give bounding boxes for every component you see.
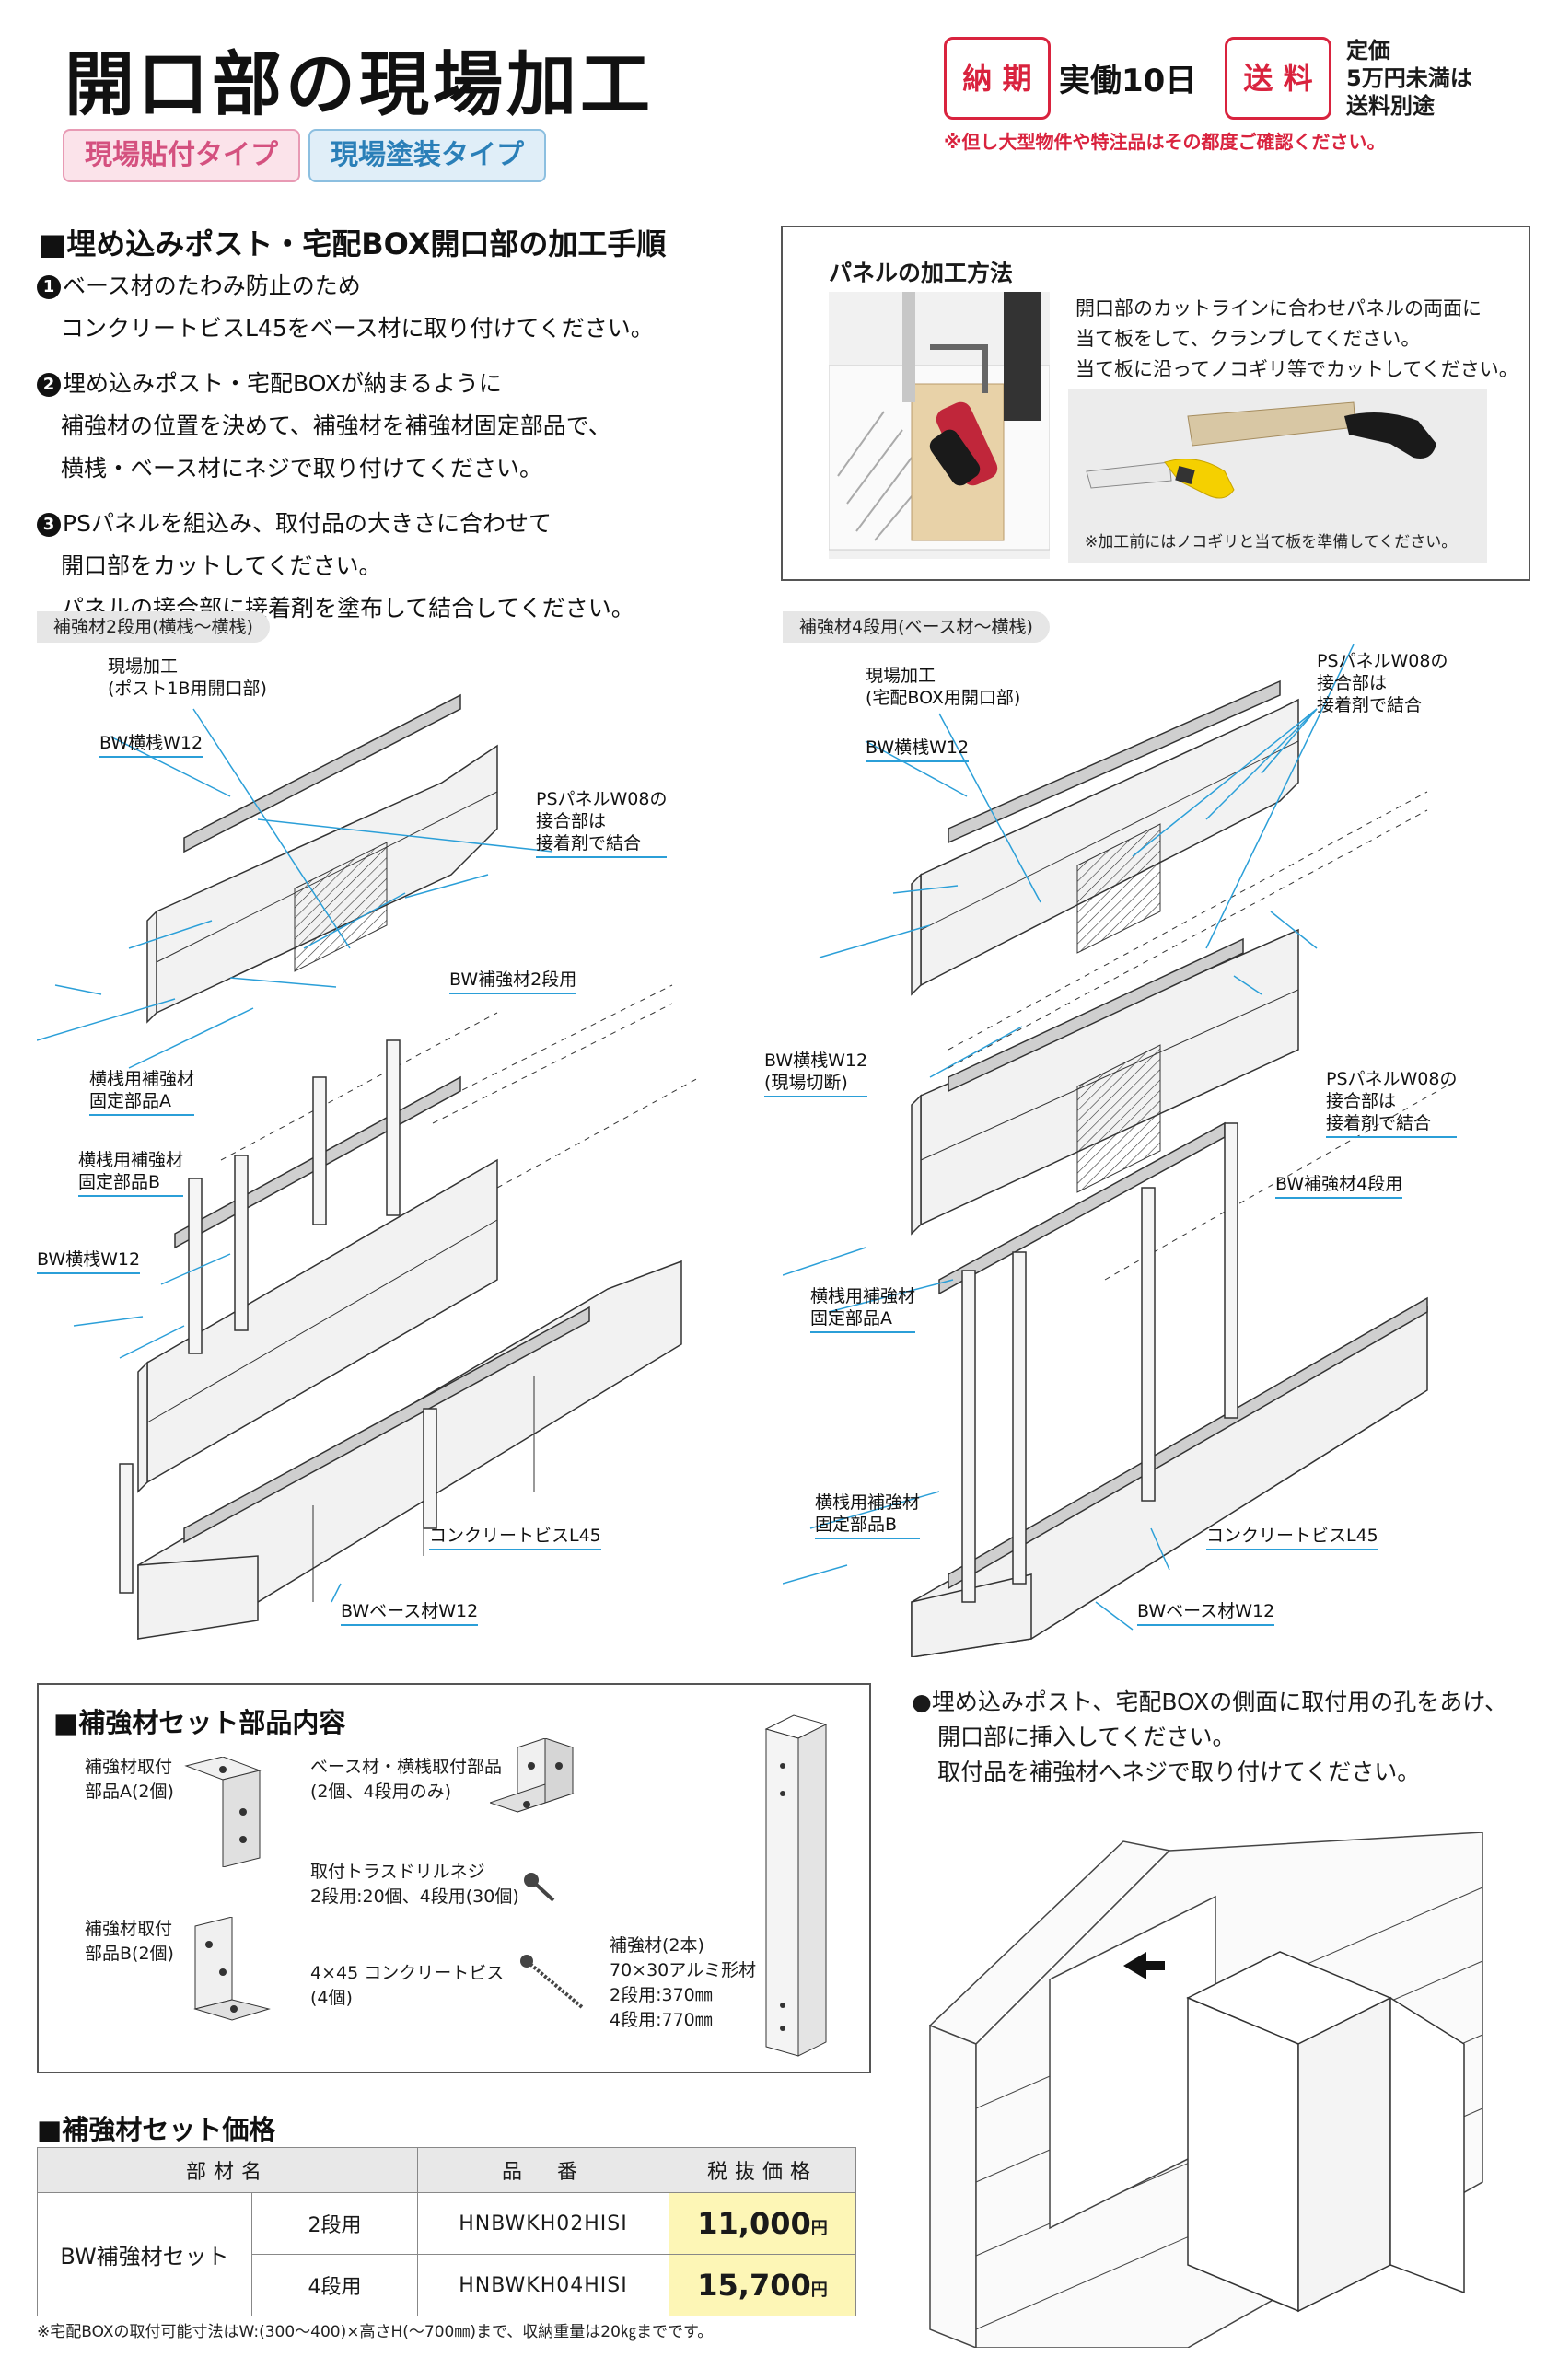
right-callout-base: BWベース材W12 bbox=[1137, 1600, 1275, 1626]
concrete-screw-icon bbox=[520, 1955, 584, 2009]
diagram-left-label: 補強材2段用(横桟～横桟) bbox=[37, 611, 270, 643]
step-number: 1 bbox=[37, 275, 61, 299]
price-footnote: ※宅配BOXの取付可能寸法はW:(300～400)×高さH(～700㎜)まで、収… bbox=[37, 2323, 714, 2341]
clamp-cutting-photo bbox=[829, 292, 1050, 559]
left-callout-base: BWベース材W12 bbox=[341, 1600, 479, 1626]
delivery-badge: 納 期 bbox=[944, 37, 1051, 120]
delivery-value: 実働10日 bbox=[1059, 63, 1197, 99]
tag-site-attach: 現場貼付タイプ bbox=[63, 129, 300, 182]
diagram-4-stage bbox=[783, 644, 1447, 1657]
panel-method-box: パネルの加工方法 開口部のカットラインに合わせパネルの両面に 当て板をして、クラ… bbox=[781, 226, 1530, 581]
header-part-name: 部材名 bbox=[37, 2147, 418, 2193]
row-type: 2段用 bbox=[251, 2192, 418, 2255]
saw-note: ※加工前にはノコギリと当て板を準備してください。 bbox=[1085, 533, 1458, 551]
row-price: 11,000円 bbox=[669, 2192, 856, 2255]
diagram-2-stage bbox=[37, 693, 701, 1641]
product-name: BW補強材セット bbox=[37, 2192, 252, 2316]
row-code: HNBWKH02HISI bbox=[417, 2192, 669, 2255]
right-callout-part-a: 横桟用補強材固定部品A bbox=[810, 1285, 916, 1333]
base-parts-label: ベース材・横桟取付部品(2個、4段用のみ) bbox=[310, 1757, 503, 1802]
right-callout-rail-cut: BW横桟W12(現場切断) bbox=[764, 1050, 868, 1097]
left-callout-screw: コンクリートビスL45 bbox=[429, 1525, 601, 1550]
left-callout-reinforce: BW補強材2段用 bbox=[449, 969, 577, 994]
tag-site-paint: 現場塗装タイプ bbox=[308, 129, 546, 182]
left-callout-part-a: 横桟用補強材固定部品A bbox=[89, 1068, 195, 1116]
table-row: BW補強材セット 2段用 HNBWKH02HISI 11,000円 bbox=[37, 2192, 856, 2316]
right-callout-reinforce: BW補強材4段用 bbox=[1275, 1173, 1403, 1199]
notice-large-orders: ※但し大型物件や特注品はその都度ご確認ください。 bbox=[944, 131, 1386, 153]
bracket-a-icon bbox=[184, 1757, 262, 1867]
step-number: 2 bbox=[37, 373, 61, 397]
page-title: 開口部の現場加工 bbox=[64, 43, 654, 125]
bracket-b-icon bbox=[193, 1917, 271, 2021]
parts-set-heading: ■補強材セット部品内容 bbox=[53, 1707, 346, 1738]
left-callout-ps-panel: PSパネルW08の接合部は接着剤で結合 bbox=[536, 788, 668, 858]
shipping-value: 定価 5万円未満は 送料別途 bbox=[1346, 38, 1472, 119]
left-callout-rail-top: BW横桟W12 bbox=[99, 732, 203, 758]
row-code: HNBWKH04HISI bbox=[417, 2254, 669, 2316]
price-table-header: 部材名 品 番 税抜価格 bbox=[37, 2147, 856, 2193]
right-callout-screw: コンクリートビスL45 bbox=[1206, 1525, 1378, 1550]
panel-method-description: 開口部のカットラインに合わせパネルの両面に 当て板をして、クランプしてください。… bbox=[1075, 297, 1518, 380]
base-bracket-icon bbox=[490, 1738, 575, 1813]
parts-set-box: ■補強材セット部品内容 補強材取付部品A(2個) ベース材・横桟取付部品(2個、… bbox=[37, 1683, 871, 2073]
procedure-heading: ■埋め込みポスト・宅配BOX開口部の加工手順 bbox=[39, 226, 667, 261]
step-number: 3 bbox=[37, 513, 61, 537]
saw-icon bbox=[1086, 401, 1436, 499]
shipping-badge: 送 料 bbox=[1225, 37, 1331, 120]
part-b-label: 補強材取付部品B(2個) bbox=[85, 1919, 174, 1964]
left-callout-rail-bottom: BW横桟W12 bbox=[37, 1248, 141, 1274]
price-table: 部材名 品 番 税抜価格 BW補強材セット 2段用 HNBWKH02HISI 1… bbox=[37, 2147, 856, 2316]
reinforce-bar-icon bbox=[764, 1714, 828, 2057]
left-callout-opening: 現場加工(ポスト1B用開口部) bbox=[108, 656, 267, 699]
truss-screw-icon bbox=[524, 1873, 555, 1902]
table-row: 4段用 HNBWKH04HISI 15,700円 bbox=[38, 2254, 856, 2316]
right-callout-ps-panel-top: PSパネルW08の接合部は接着剤で結合 bbox=[1317, 651, 1448, 715]
concrete-screw-label: 4×45 コンクリートビス(4個) bbox=[310, 1963, 505, 2008]
panel-method-title: パネルの加工方法 bbox=[829, 260, 1014, 286]
header-price: 税抜価格 bbox=[669, 2147, 856, 2193]
price-heading: ■補強材セット価格 bbox=[37, 2114, 276, 2145]
right-callout-rail-top: BW横桟W12 bbox=[866, 737, 970, 762]
row-price: 15,700円 bbox=[669, 2254, 856, 2316]
right-callout-part-b: 横桟用補強材固定部品B bbox=[815, 1492, 921, 1539]
right-callout-ps-panel-mid: PSパネルW08の接合部は接着剤で結合 bbox=[1326, 1068, 1458, 1138]
left-callout-part-b: 横桟用補強材固定部品B bbox=[78, 1149, 184, 1197]
right-callout-opening: 現場加工(宅配BOX用開口部) bbox=[866, 666, 1021, 708]
header-product-code: 品 番 bbox=[417, 2147, 669, 2193]
box-install-diagram bbox=[928, 1832, 1483, 2348]
diagram-right-label: 補強材4段用(ベース材～横桟) bbox=[783, 611, 1050, 643]
install-note: ●埋め込みポスト、宅配BOXの側面に取付用の孔をあけ、 開口部に挿入してください… bbox=[912, 1689, 1507, 1785]
row-type: 4段用 bbox=[251, 2254, 418, 2316]
saw-photo: ※加工前にはノコギリと当て板を準備してください。 bbox=[1068, 389, 1487, 563]
part-a-label: 補強材取付部品A(2個) bbox=[85, 1757, 174, 1802]
